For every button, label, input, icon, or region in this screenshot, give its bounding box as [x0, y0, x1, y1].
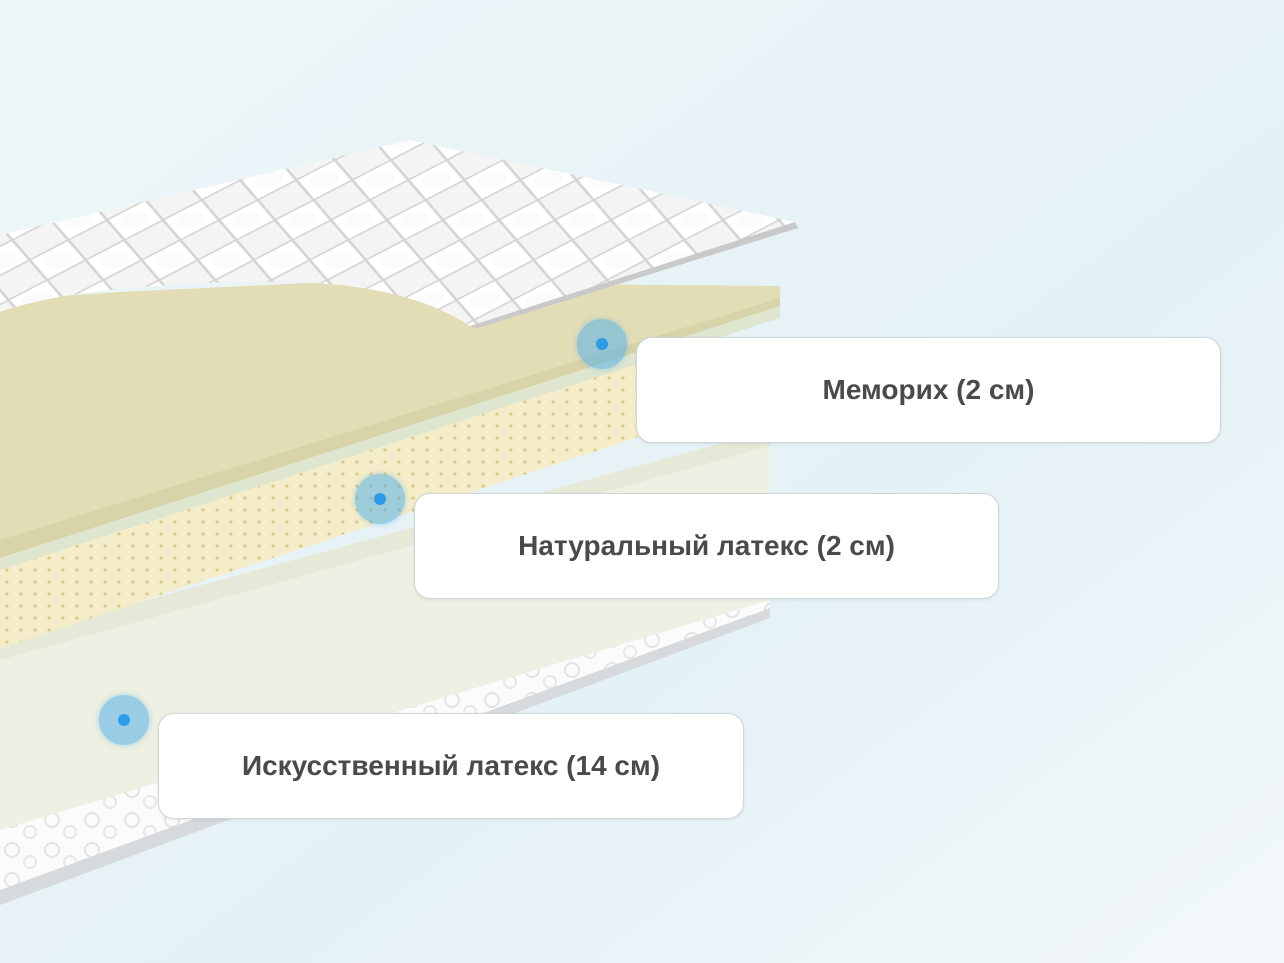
label-artificial-latex-text: Искусственный латекс (14 см)	[242, 750, 660, 782]
label-memorix-text: Мемориx (2 см)	[823, 374, 1035, 406]
hotspot-memorix[interactable]	[577, 319, 627, 369]
label-natural-latex-text: Натуральный латекс (2 см)	[518, 530, 895, 562]
label-memorix: Мемориx (2 см)	[636, 337, 1221, 443]
hotspot-artificial-latex[interactable]	[99, 695, 149, 745]
hotspot-dot-icon	[374, 493, 386, 505]
hotspot-natural-latex[interactable]	[355, 474, 405, 524]
label-artificial-latex: Искусственный латекс (14 см)	[158, 713, 744, 819]
hotspot-dot-icon	[596, 338, 608, 350]
label-natural-latex: Натуральный латекс (2 см)	[414, 493, 999, 599]
hotspot-dot-icon	[118, 714, 130, 726]
